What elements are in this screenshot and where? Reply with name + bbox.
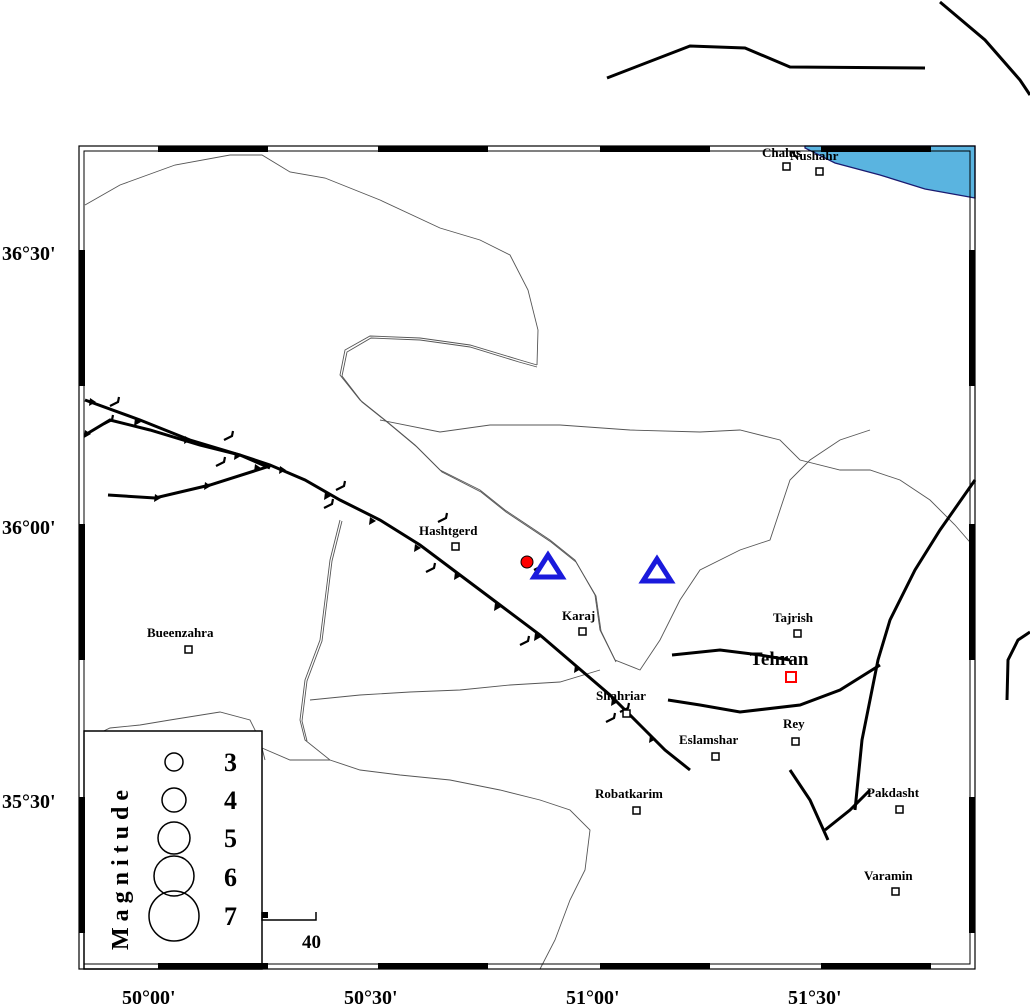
earthquake-epicenter — [520, 555, 534, 569]
legend-label-6: 6 — [224, 863, 237, 892]
legend-circle-6 — [153, 855, 195, 897]
capital-label: Tehran — [750, 649, 809, 670]
city-marker-pakdasht — [895, 805, 904, 814]
legend-label-7: 7 — [224, 902, 237, 931]
city-label-tajrish: Tajrish — [773, 610, 814, 625]
city-marker-eslamshar — [711, 752, 720, 761]
lat-label-36-00: 36°00' — [2, 517, 56, 539]
city-marker-tajrish — [793, 629, 802, 638]
city-marker-rey — [791, 737, 800, 746]
legend-label-3: 3 — [224, 748, 237, 777]
city-label-robatkarim: Robatkarim — [595, 786, 663, 801]
legend-label-4: 4 — [224, 786, 237, 815]
city-marker-varamin — [891, 887, 900, 896]
city-label-pakdasht: Pakdasht — [867, 785, 920, 800]
legend-circle-5 — [157, 821, 191, 855]
scale-bar-label: 40 — [302, 932, 321, 953]
city-label-chalus: Chalus — [762, 145, 801, 160]
legend-circle-3 — [164, 752, 184, 772]
city-label-hashtgerd: Hashtgerd — [419, 523, 478, 538]
city-label-shahriar: Shahriar — [596, 688, 646, 703]
city-label-bueenzahra: Bueenzahra — [147, 625, 214, 640]
capital-marker — [785, 671, 797, 683]
city-marker-nushahr — [815, 167, 824, 176]
city-marker-chalus — [782, 162, 791, 171]
city-marker-karaj — [578, 627, 587, 636]
city-marker-robatkarim — [632, 806, 641, 815]
legend-circle-4 — [161, 787, 187, 813]
city-marker-shahriar — [622, 709, 631, 718]
station-triangle-1 — [529, 550, 567, 580]
city-label-karaj: Karaj — [562, 608, 595, 623]
legend-label-5: 5 — [224, 824, 237, 853]
city-labels: Chalus Nushahr Hashtgerd Karaj Bueenzahr… — [147, 145, 920, 883]
city-label-varamin: Varamin — [864, 868, 913, 883]
province-borders — [84, 154, 976, 970]
city-label-eslamshar: Eslamshar — [679, 732, 738, 747]
lon-label-51-30: 51°30' — [788, 987, 842, 1007]
map-frame — [78, 145, 976, 970]
lon-label-50-00: 50°00' — [122, 987, 176, 1007]
outer-faults — [606, 0, 1030, 701]
stations — [529, 550, 676, 584]
legend-title: Magnitude — [108, 784, 134, 950]
lon-label-51-00: 51°00' — [566, 987, 620, 1007]
legend-circle-7 — [148, 890, 200, 942]
axis-labels: 36°30' 36°00' 35°30' 50°00' 50°30' 51°00… — [2, 243, 842, 1007]
city-marker-hashtgerd — [451, 542, 460, 551]
city-marker-bueenzahra — [184, 645, 193, 654]
station-triangle-2 — [638, 554, 676, 584]
scale-bar: 40 — [261, 912, 321, 953]
lat-label-35-30: 35°30' — [2, 791, 56, 813]
magnitude-legend: Magnitude 3 4 5 6 7 — [83, 730, 263, 970]
map-area: Chalus Nushahr Hashtgerd Karaj Bueenzahr… — [79, 145, 977, 970]
lat-label-36-30: 36°30' — [2, 243, 56, 265]
lon-label-50-30: 50°30' — [344, 987, 398, 1007]
city-markers — [184, 162, 904, 896]
faults — [84, 398, 977, 841]
city-label-rey: Rey — [783, 716, 805, 731]
thrust-markers — [84, 398, 656, 743]
